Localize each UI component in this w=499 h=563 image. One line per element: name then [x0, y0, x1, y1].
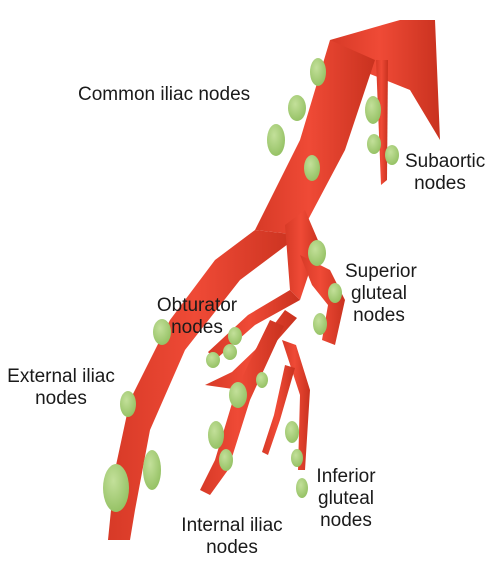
- label-internal-iliac-line2: nodes: [206, 537, 258, 558]
- label-obturator-nodes: Obturator nodes: [148, 295, 246, 339]
- median-sacral-artery: [376, 60, 388, 185]
- label-inferior-gluteal-line1: Inferior: [316, 466, 376, 487]
- label-subaortic-line2: nodes: [414, 173, 466, 194]
- label-internal-iliac-nodes: Internal iliac nodes: [170, 515, 294, 559]
- label-subaortic-line1: Subaortic: [405, 151, 486, 172]
- internal-iliac-artery: [200, 210, 345, 495]
- superior-gluteal-nodes: [308, 240, 342, 335]
- external-iliac-artery: [108, 230, 300, 540]
- inferior-gluteal-nodes: [285, 421, 308, 498]
- obturator-nodes: [153, 319, 242, 368]
- common-iliac-artery: [255, 40, 375, 235]
- label-inferior-gluteal-nodes: Inferior gluteal nodes: [308, 466, 384, 532]
- label-superior-gluteal-line3: nodes: [353, 305, 405, 326]
- label-inferior-gluteal-line2: gluteal: [318, 488, 374, 509]
- label-common-iliac-text: Common iliac nodes: [78, 84, 251, 105]
- label-obturator-line1: Obturator: [156, 295, 238, 316]
- label-internal-iliac-line1: Internal iliac: [181, 515, 283, 536]
- label-external-iliac-line2: nodes: [35, 388, 87, 409]
- label-common-iliac-nodes: Common iliac nodes: [78, 84, 250, 106]
- external-iliac-nodes: [103, 391, 161, 512]
- common-iliac-nodes: [267, 58, 326, 181]
- label-external-iliac-line1: External iliac: [7, 366, 115, 387]
- internal-iliac-nodes: [208, 372, 268, 471]
- subaortic-nodes: [365, 96, 399, 165]
- label-inferior-gluteal-line3: nodes: [320, 510, 372, 531]
- label-superior-gluteal-line2: gluteal: [351, 283, 407, 304]
- label-subaortic-nodes: Subaortic nodes: [405, 151, 486, 195]
- label-superior-gluteal-nodes: Superior gluteal nodes: [345, 261, 417, 327]
- label-obturator-line2: nodes: [171, 317, 223, 338]
- label-external-iliac-nodes: External iliac nodes: [0, 366, 122, 410]
- label-superior-gluteal-line1: Superior: [345, 261, 417, 282]
